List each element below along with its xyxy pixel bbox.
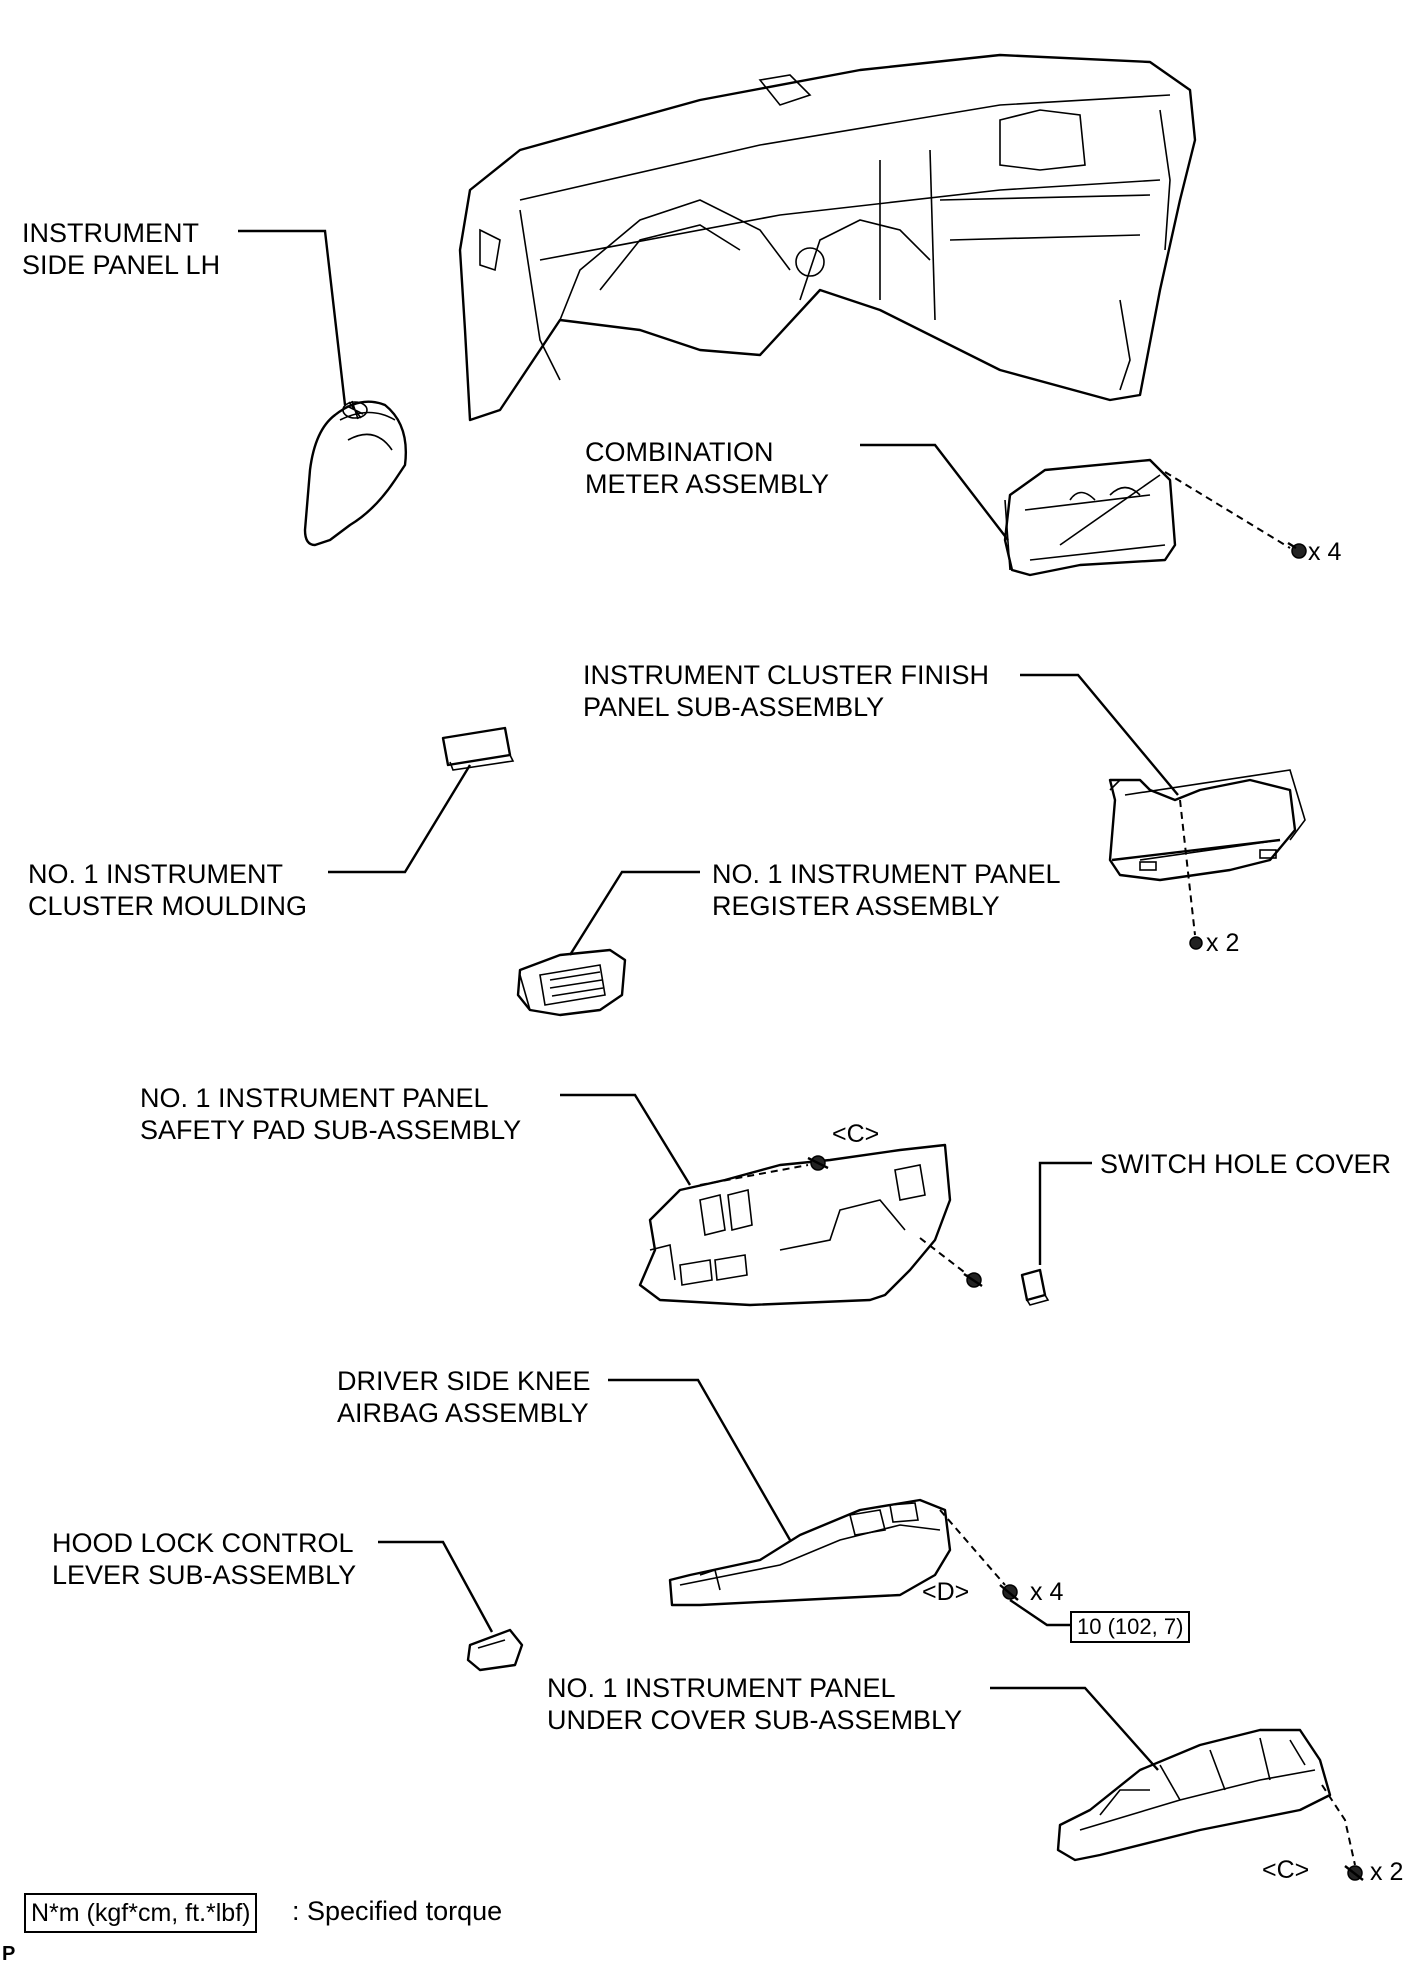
- hood-lock-label: HOOD LOCK CONTROL LEVER SUB-ASSEMBLY: [52, 1528, 357, 1590]
- legend-text: : Specified torque: [292, 1896, 503, 1926]
- safety-pad-label: NO. 1 INSTRUMENT PANEL SAFETY PAD SUB-AS…: [140, 1083, 522, 1145]
- finish-panel-screw-icon: [1189, 936, 1203, 950]
- instrument-side-panel-lh: [303, 400, 407, 547]
- hood-lock-lever: [466, 1628, 524, 1672]
- register-label: NO. 1 INSTRUMENT PANEL REGISTER ASSEMBLY: [712, 859, 1061, 921]
- meter-leader: [860, 443, 1009, 541]
- combination-meter-assembly: [1003, 458, 1177, 577]
- meter-screw-line: [1164, 471, 1291, 549]
- meter-screw-icon: [1287, 541, 1307, 559]
- safety-pad-screw-line-lower: [919, 1237, 969, 1276]
- cluster-moulding: [441, 726, 515, 771]
- airbag-screw-qty: x 4: [1030, 1578, 1064, 1606]
- safety-pad-screw-icon-upper: [807, 1155, 829, 1171]
- safety-pad-leader: [560, 1093, 692, 1186]
- legend-unit-box: N*m (kgf*cm, ft.*lbf): [24, 1893, 258, 1933]
- under-cover-screw-qty: x 2: [1370, 1858, 1404, 1886]
- safety-pad-ref-c: <C>: [832, 1120, 880, 1148]
- instrument-cluster-finish-panel: [1108, 769, 1306, 882]
- safety-pad-screw-line-upper: [699, 1164, 809, 1186]
- side-panel-leader: [238, 229, 347, 406]
- under-cover-leader: [990, 1686, 1159, 1771]
- switch-hole-cover: [1020, 1268, 1050, 1306]
- moulding-leader: [328, 764, 472, 874]
- torque-leader: [1009, 1599, 1070, 1627]
- knee-airbag-screw-line: [939, 1509, 1006, 1586]
- knee-airbag-leader: [608, 1378, 792, 1541]
- cluster-finish-panel-label: INSTRUMENT CLUSTER FINISH PANEL SUB-ASSE…: [583, 660, 990, 722]
- corner-mark: P: [2, 1943, 16, 1965]
- safety-pad-assembly: [638, 1143, 952, 1307]
- finish-panel-leader: [1020, 673, 1179, 796]
- finish-panel-screw-line: [1179, 799, 1196, 936]
- under-cover-screw-line: [1321, 1784, 1356, 1866]
- safety-pad-screw-icon-lower: [963, 1272, 983, 1288]
- finish-panel-screw-qty: x 2: [1206, 929, 1240, 957]
- airbag-ref-d: <D>: [922, 1578, 970, 1606]
- torque-box: 10 (102, 7): [1070, 1611, 1191, 1643]
- switch-hole-cover-label: SWITCH HOLE COVER: [1100, 1149, 1392, 1179]
- register-assembly: [516, 948, 627, 1017]
- hood-lock-leader: [378, 1540, 494, 1633]
- under-cover-screw-icon: [1344, 1865, 1364, 1881]
- knee-airbag-label: DRIVER SIDE KNEE AIRBAG ASSEMBLY: [337, 1366, 591, 1428]
- knee-airbag-screw-icon: [999, 1584, 1019, 1601]
- instrument-panel-frame: [458, 53, 1197, 422]
- meter-screw-qty: x 4: [1308, 538, 1342, 566]
- knee-airbag-assembly: [668, 1498, 952, 1607]
- register-leader: [568, 870, 700, 956]
- side-panel-label: INSTRUMENT SIDE PANEL LH: [22, 218, 221, 280]
- switch-cover-leader: [1038, 1161, 1092, 1265]
- cluster-moulding-label: NO. 1 INSTRUMENT CLUSTER MOULDING: [28, 859, 308, 921]
- under-cover-assembly: [1056, 1728, 1332, 1862]
- under-cover-label: NO. 1 INSTRUMENT PANEL UNDER COVER SUB-A…: [547, 1673, 963, 1735]
- under-cover-ref-c: <C>: [1262, 1856, 1310, 1884]
- combination-meter-label: COMBINATION METER ASSEMBLY: [585, 437, 830, 499]
